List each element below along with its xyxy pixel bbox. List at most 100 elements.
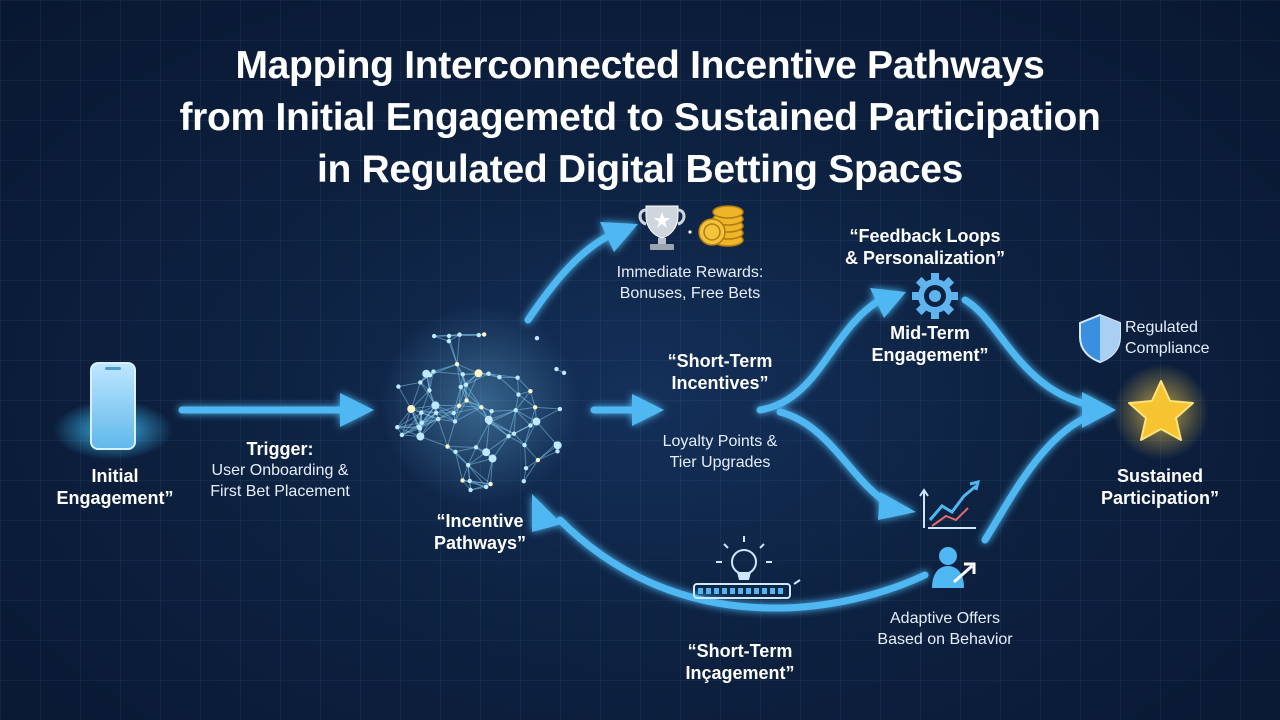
network-link [467, 464, 472, 491]
trigger-heading: Trigger: [246, 439, 314, 459]
arrow-short-term-to-growth [776, 408, 894, 509]
mid-term-engagement-line-1: Mid-Term [890, 323, 970, 343]
network-link [537, 443, 557, 461]
network-link [469, 480, 491, 485]
network-link [433, 371, 463, 375]
network-link [513, 421, 537, 435]
network-link [401, 427, 421, 436]
network-link [428, 371, 434, 391]
incentive-pathways-label: “Incentive Pathways” [400, 510, 560, 554]
network-node [488, 454, 497, 463]
network-link [455, 446, 477, 453]
network-node [457, 332, 462, 337]
network-node [486, 371, 491, 376]
network-node [553, 441, 562, 450]
network-link [466, 399, 482, 408]
network-link [485, 435, 509, 453]
sustained-participation-label: Sustained Participation” [1080, 465, 1240, 509]
network-link [433, 363, 458, 373]
network-link [529, 407, 536, 426]
network-node [484, 415, 493, 424]
coins-icon [698, 205, 744, 247]
network-link [434, 334, 460, 337]
network-link [524, 425, 531, 446]
network-link [488, 409, 516, 421]
network-link [427, 375, 430, 391]
network-link [524, 421, 537, 446]
network-link [462, 374, 468, 401]
network-link [523, 459, 539, 482]
network-link [420, 436, 448, 447]
network-link [419, 382, 436, 406]
progress-segment [706, 588, 711, 594]
initial-engagement-line-2: Engagement” [56, 488, 174, 508]
network-node [419, 420, 425, 425]
network-link [467, 464, 487, 488]
arrowhead-growth [878, 492, 916, 520]
network-node [488, 481, 493, 487]
title-line-2: from Initial Engagemetd to Sustained Par… [179, 96, 1101, 139]
progress-segment [698, 588, 703, 594]
network-node [489, 409, 494, 414]
network-link [434, 335, 450, 342]
network-link [529, 391, 536, 408]
network-link [467, 464, 471, 481]
short-term-ingagement-line-2: Inçagement” [685, 663, 795, 683]
network-node [407, 404, 416, 413]
network-link [491, 409, 516, 412]
network-link [411, 404, 436, 410]
regulated-compliance-line-2: Compliance [1125, 340, 1210, 357]
network-link [513, 433, 525, 446]
shield-icon [1079, 313, 1121, 364]
network-link [513, 424, 531, 435]
arrowhead-mid-term [870, 288, 906, 318]
network-node [427, 388, 432, 393]
network-link [490, 458, 494, 485]
network-node [473, 445, 479, 450]
network-node [454, 361, 460, 367]
trigger-label: Trigger: User Onboarding & First Bet Pla… [190, 438, 370, 502]
network-node [422, 369, 431, 378]
network-node [460, 372, 465, 377]
arrowhead-initial-to-pathways [340, 393, 374, 427]
network-node [479, 405, 484, 410]
feedback-loops-line-2: & Personalization” [844, 248, 1006, 268]
network-link [466, 400, 490, 421]
arrow-to-immediate-rewards [524, 230, 616, 324]
network-link [467, 464, 491, 485]
title-line-1: Mapping Interconnected Incentive Pathway… [235, 44, 1045, 87]
progress-segment [770, 588, 775, 594]
network-link [467, 447, 477, 466]
network-node [433, 410, 439, 415]
network-node [431, 333, 437, 339]
network-link [517, 377, 519, 395]
arrowhead-loop-back [532, 494, 562, 532]
network-node [446, 333, 452, 339]
network-link [411, 408, 439, 420]
network-node [467, 478, 472, 484]
network-node [513, 408, 518, 413]
mid-term-engagement-label: Mid-Term Engagement” [850, 322, 1010, 366]
network-link [455, 451, 469, 466]
adaptive-offers-label: Adaptive Offers Based on Behavior [855, 608, 1035, 650]
network-node [506, 433, 511, 439]
network-node [399, 432, 405, 438]
network-link [462, 479, 487, 488]
short-term-ingagement-label: “Short-Term Inçagement” [660, 640, 820, 684]
page-title: Mapping Interconnected Incentive Pathway… [0, 40, 1280, 196]
network-link [435, 405, 460, 414]
network-node [476, 332, 481, 338]
network-node [481, 332, 487, 337]
network-link [465, 384, 482, 408]
network-link [419, 412, 437, 429]
network-link [438, 412, 454, 420]
network-link [518, 394, 536, 408]
trophy-icon [638, 205, 692, 250]
network-link [447, 421, 456, 447]
network-link [419, 418, 439, 429]
network-node [528, 388, 533, 394]
network-node [431, 401, 440, 410]
network-link [437, 405, 460, 420]
network-node [446, 339, 452, 344]
network-node [523, 465, 529, 471]
